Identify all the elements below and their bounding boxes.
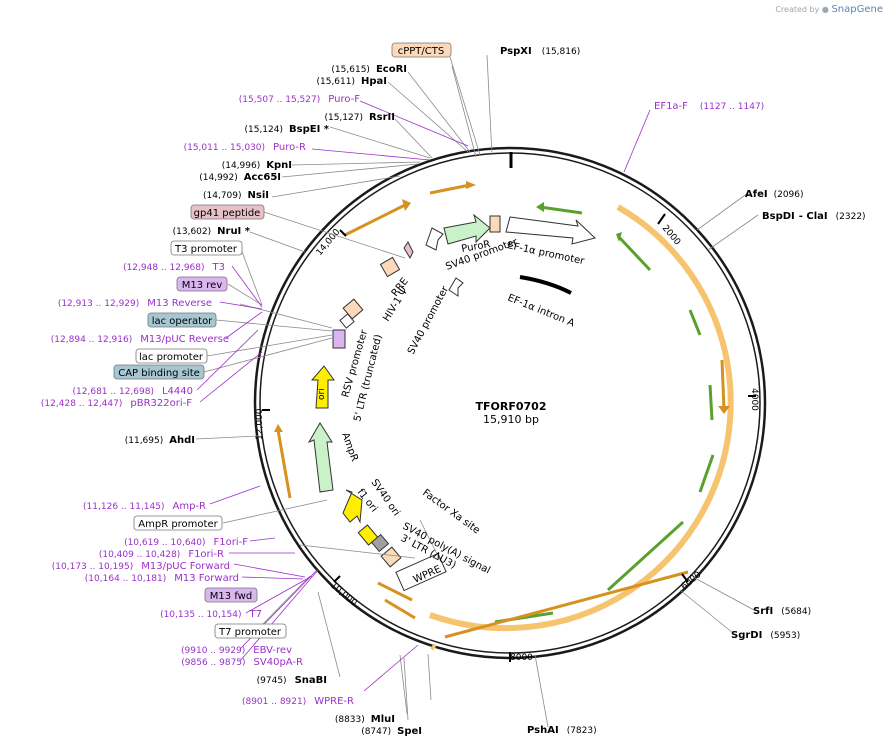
enzyme-pspxi: PspXI(15,816) — [500, 46, 580, 57]
wpre-feature-box — [395, 552, 447, 592]
label-puror: PuroR — [461, 239, 492, 255]
m13-block-feature — [332, 329, 346, 349]
primer-t7: (10,135 .. 10,154)T7 — [160, 609, 262, 620]
label-ampr: AmpR — [339, 431, 360, 463]
f1-ori-feature — [342, 489, 363, 524]
watermark: Created by ● SnapGene — [775, 4, 883, 15]
tick-label-12000: 12,000 — [255, 408, 265, 440]
primer-l4440: (12,681 .. 12,698)L4440 — [73, 386, 193, 397]
snapgene-logo-icon: ● — [821, 5, 829, 14]
watermark-created-by: Created by — [775, 5, 820, 14]
orf-band-right — [616, 204, 734, 421]
label-m13-rev: M13 rev — [182, 280, 223, 291]
primer-pbr322ori-f: (12,428 .. 12,447)pBR322ori-F — [41, 398, 192, 409]
primer-amp-r: (11,126 .. 11,145)Amp-R — [83, 501, 206, 512]
primer-m13-forward: (10,164 .. 10,181)M13 Forward — [85, 573, 239, 584]
puror-feature — [443, 213, 491, 245]
primer-m13-puc-forward: (10,173 .. 10,195)M13/pUC Forward — [52, 561, 230, 572]
label-lac-operator: lac operator — [152, 316, 213, 327]
tick-label-10000: 10,000 — [328, 581, 359, 609]
primer-m13-puc-reverse: (12,894 .. 12,916)M13/pUC Reverse — [51, 334, 229, 345]
primer-sv40pa-r: (9856 .. 9875)SV40pA-R — [181, 657, 303, 668]
enzyme-spei: (8747)SpeI — [361, 726, 422, 737]
enzyme-acc65i: (14,992)Acc65I — [199, 172, 281, 183]
enzyme-kpni: (14,996)KpnI — [222, 160, 292, 171]
enzyme-ahdi: (11,695)AhdI — [125, 435, 195, 446]
label-t7-promoter: T7 promoter — [218, 627, 282, 638]
enzyme-snabi: (9745)SnaBI — [257, 675, 327, 686]
primer-m13-reverse: (12,913 .. 12,929)M13 Reverse — [58, 298, 212, 309]
enzyme-bspei: (15,124)BspEI * — [244, 124, 329, 135]
primer-ef1a-f: EF1a-F(1127 .. 1147) — [654, 101, 764, 112]
label-sv40-promoter-b: SV40 promoter — [406, 284, 452, 357]
tick-label-8000: 8000 — [510, 653, 533, 663]
sv40-promoter-b-feature — [448, 277, 464, 297]
label-cap-site: CAP binding site — [118, 368, 200, 379]
ring-ticks — [262, 152, 756, 662]
sv40-polya-feature — [370, 533, 390, 553]
leader-lines — [195, 54, 759, 728]
watermark-brand: SnapGene — [831, 4, 883, 15]
primer-ebv-rev: (9910 .. 9929)EBV-rev — [181, 645, 292, 656]
boxed-labels: cPPT/CTS gp41 peptide T3 promoter M13 re… — [113, 42, 452, 639]
label-ori: ori — [317, 388, 327, 400]
enzyme-afei: AfeI(2096) — [745, 189, 804, 200]
label-factor-xa: Factor Xa site — [420, 488, 481, 537]
enzyme-hpai: (15,611)HpaI — [316, 76, 387, 87]
sv40-promoter-a-feature — [425, 227, 444, 251]
label-ef1a-promoter: EF-1α promoter — [506, 240, 586, 267]
primer-wpre-r: (8901 .. 8921)WPRE-R — [242, 696, 354, 707]
enzyme-srfi: SrfI(5684) — [753, 606, 811, 617]
label-cppt: cPPT/CTS — [398, 46, 444, 57]
rre-feature — [379, 256, 401, 278]
plasmid-name: TFORF0702 — [476, 400, 547, 413]
label-ef1a-intron: EF-1α intron A — [506, 293, 576, 330]
gp41-feature — [403, 241, 414, 260]
enzyme-sgrdi: SgrDI(5953) — [731, 630, 800, 641]
primer-t3: (12,948 .. 12,968)T3 — [123, 262, 225, 273]
enzyme-nrui: (13,602)NruI * — [173, 226, 251, 237]
plasmid-size: 15,910 bp — [483, 413, 539, 426]
primer-puro-r: (15,011 .. 15,030)Puro-R — [184, 142, 306, 153]
label-lac-promoter: lac promoter — [139, 352, 204, 363]
enzyme-labels-right: PspXI(15,816) AfeI(2096) BspDI- ClaI(232… — [500, 46, 866, 736]
ef1a-promoter-feature — [505, 216, 596, 245]
enzyme-labels-left: (15,615)EcoRI (15,611)HpaI (15,127)RsrII… — [125, 64, 422, 737]
primer-f1ori-r: (10,409 .. 10,428)F1ori-R — [99, 549, 224, 560]
ef1a-intron-feature — [519, 275, 572, 295]
primer-f1ori-f: (10,619 .. 10,640)F1ori-F — [124, 537, 248, 548]
enzyme-mlui: (8833)MluI — [335, 714, 395, 725]
feature-shapes — [307, 213, 596, 592]
inner-arrows — [274, 181, 730, 639]
tick-labels: 2000 4000 6000 8000 10,000 12,000 14,000 — [255, 224, 759, 663]
primer-puro-f: (15,507 .. 15,527)Puro-F — [239, 94, 360, 105]
ori-feature — [310, 365, 335, 409]
label-ampr-promoter: AmpR promoter — [138, 519, 218, 530]
enzyme-pshai: PshAI(7823) — [527, 725, 597, 736]
label-t3-promoter: T3 promoter — [174, 244, 238, 255]
enzyme-bspdi: BspDI- ClaI(2322) — [762, 211, 866, 222]
ampr-feature — [307, 422, 334, 493]
orf-bands — [428, 204, 734, 651]
tick-label-4000: 4000 — [749, 388, 759, 411]
primer-labels: EF1a-F(1127 .. 1147) (15,507 .. 15,527)P… — [41, 94, 764, 707]
enzyme-rsrii: (15,127)RsrII — [324, 112, 395, 123]
enzyme-nsii: (14,709)NsiI — [203, 190, 269, 201]
cppt-feature — [489, 215, 501, 233]
label-m13-fwd: M13 fwd — [210, 591, 252, 602]
orf-band-bottom — [428, 419, 733, 632]
primer-lines — [196, 100, 651, 692]
enzyme-ecori: (15,615)EcoRI — [331, 64, 407, 75]
label-gp41: gp41 peptide — [194, 208, 261, 219]
ltr3-feature — [380, 546, 402, 568]
